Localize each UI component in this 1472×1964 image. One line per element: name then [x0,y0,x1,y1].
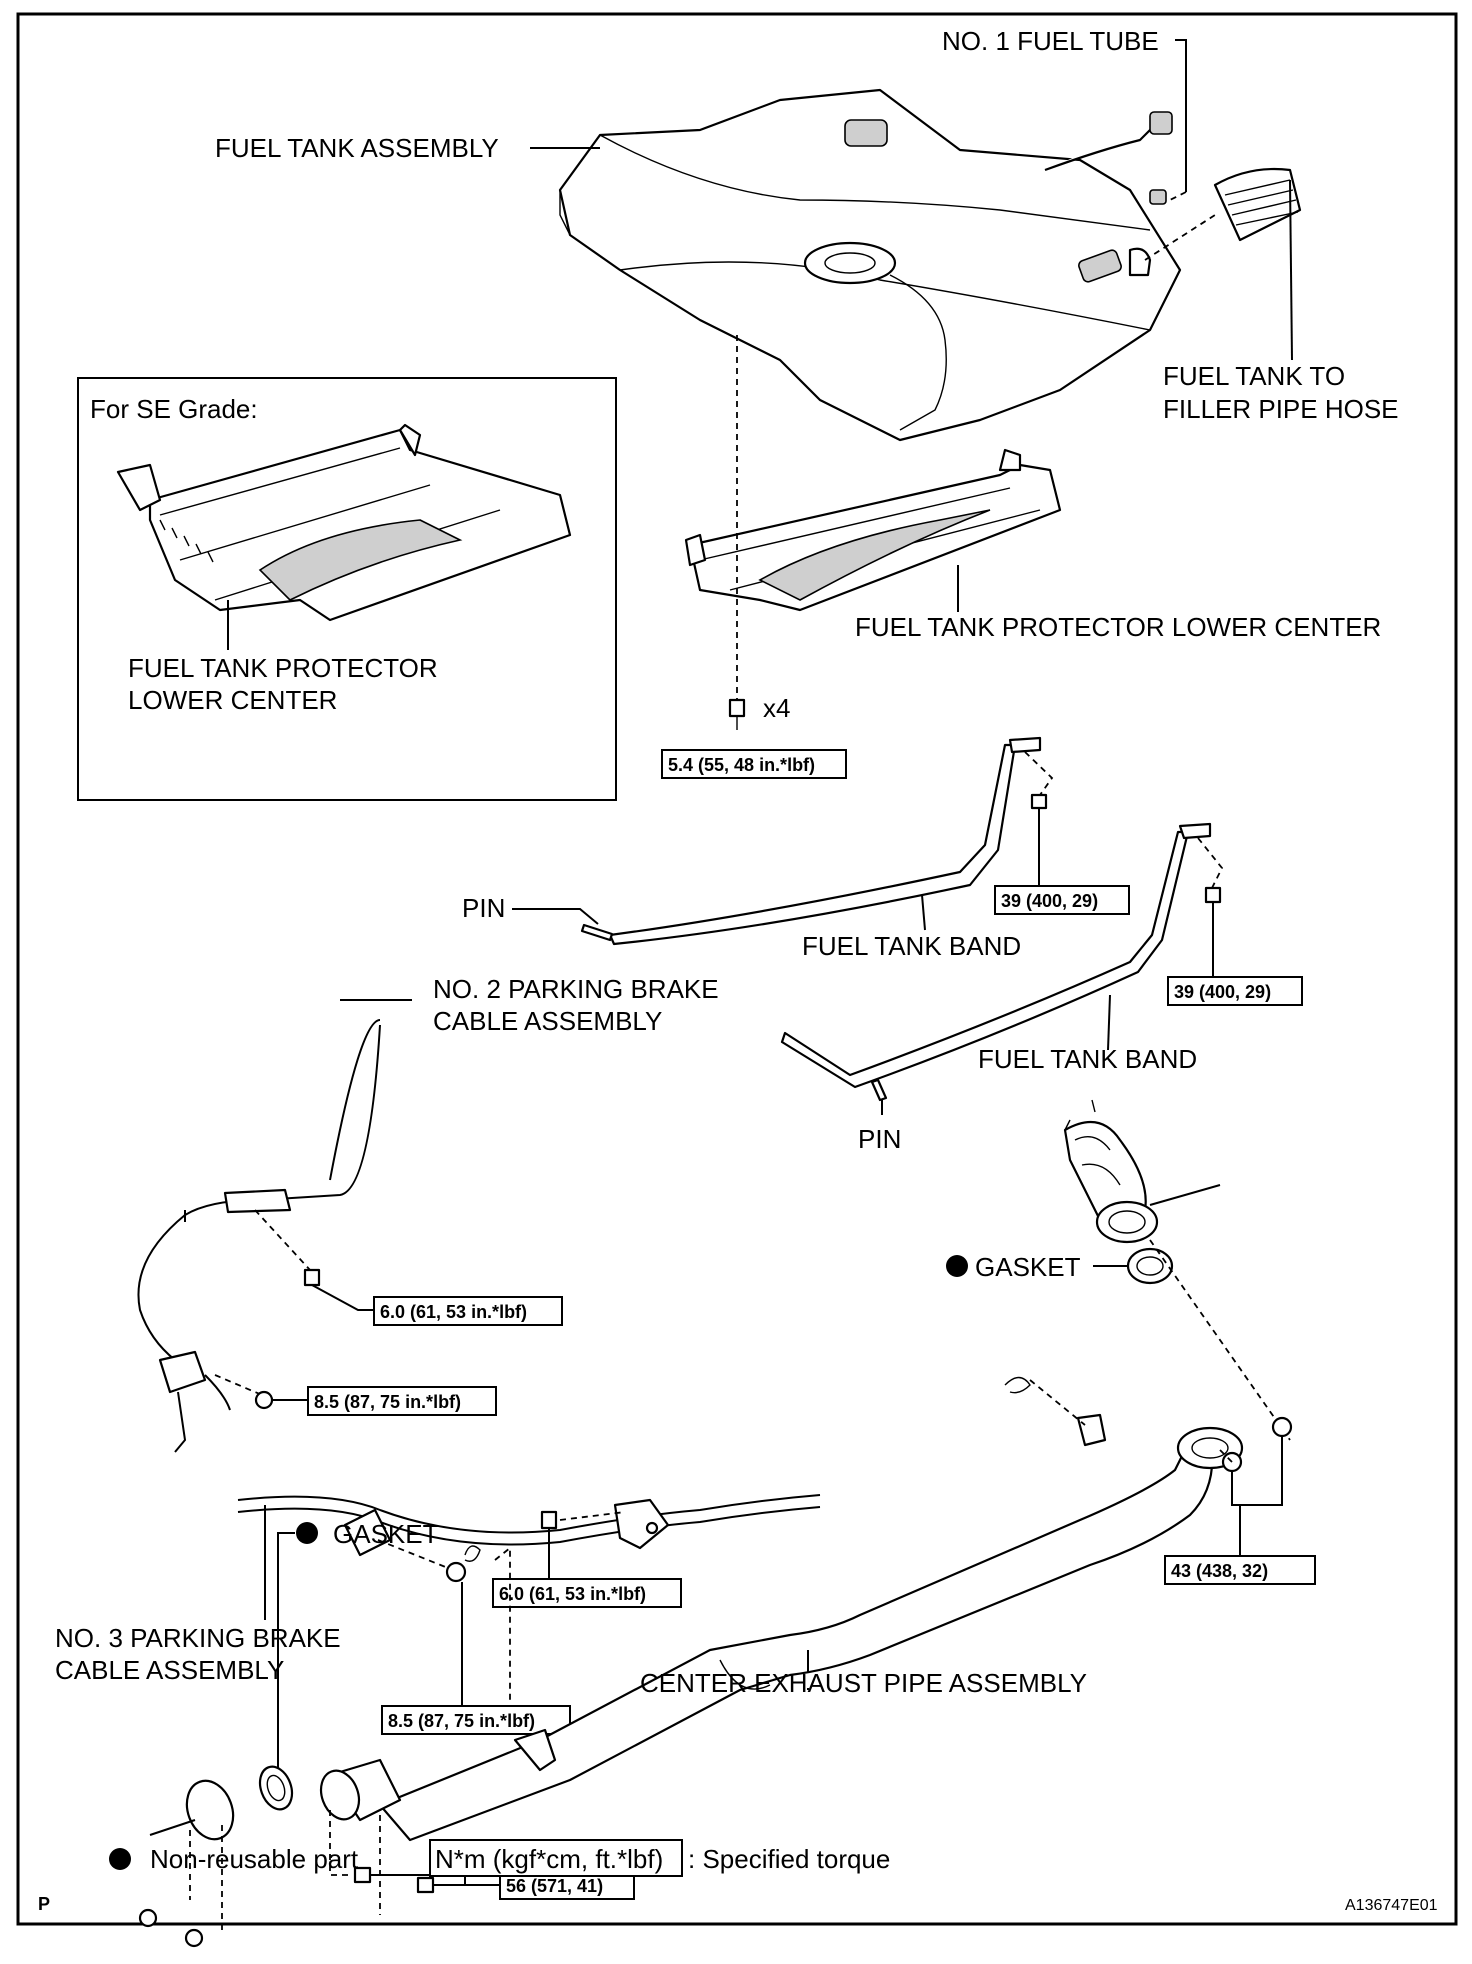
footer-right: A136747E01 [1345,1897,1438,1914]
bolt-band-2 [1204,886,1222,985]
label-no3-cable-line2: CABLE ASSEMBLY [55,1655,284,1685]
legend-specified-torque: : Specified torque [688,1844,890,1874]
label-pin-1: PIN [462,893,505,923]
label-gasket-2: GASKET [333,1519,439,1549]
bolt-band-1 [1030,793,1048,890]
label-fuel-tank-band-2: FUEL TANK BAND [978,1044,1197,1074]
fuel-tank-band-1-drawing [608,736,1042,946]
torque-no3-nut: 8.5 (87, 75 in.*lbf) [388,1711,535,1731]
bolt-no2-cable [303,1268,375,1311]
label-protector-inset-line1: FUEL TANK PROTECTOR [128,653,438,683]
torque-no3-bolt: 6.0 (61, 53 in.*lbf) [499,1584,646,1604]
label-filler-hose-line1: FUEL TANK TO [1163,361,1345,391]
protector-main-drawing [684,448,1062,612]
label-no3-cable-line1: NO. 3 PARKING BRAKE [55,1623,341,1653]
nut-exhaust-rear-2 [184,1928,204,1948]
legend-non-reusable: Non-reusable part [150,1844,359,1874]
torque-exhaust-front: 43 (438, 32) [1171,1561,1268,1581]
legend-torque-unit: N*m (kgf*cm, ft.*lbf) [435,1844,663,1874]
non-reusable-marker-gasket-2 [296,1522,318,1544]
bolt-protector [728,698,746,730]
label-x4: x4 [763,693,790,723]
label-pin-2: PIN [858,1124,901,1154]
legend-non-reusable-marker [109,1848,131,1870]
torque-no2-bolt: 6.0 (61, 53 in.*lbf) [380,1302,527,1322]
protector-inset-drawing [116,423,572,622]
nut-exhaust-front-2 [1271,1416,1293,1438]
nut-no2-cable [254,1390,274,1410]
label-protector-main: FUEL TANK PROTECTOR LOWER CENTER [855,612,1381,642]
nut-no3-cable [445,1561,467,1583]
label-center-exhaust: CENTER EXHAUST PIPE ASSEMBLY [640,1668,1087,1698]
torque-band-2: 39 (400, 29) [1174,982,1271,1002]
fuel-tank-assembly-drawing [558,88,1302,442]
label-no1-fuel-tube: NO. 1 FUEL TUBE [942,26,1159,56]
torque-exhaust-rear: 56 (571, 41) [506,1876,603,1896]
label-fuel-tank-assembly: FUEL TANK ASSEMBLY [215,133,499,163]
footer-left: P [38,1894,50,1914]
torque-no2-nut: 8.5 (87, 75 in.*lbf) [314,1392,461,1412]
no2-parking-brake-cable-drawing [137,1019,381,1453]
bolts-exhaust-rear [353,1866,435,1894]
exhaust-front-flange-drawing [1063,1099,1221,1244]
page-frame [16,12,1458,1926]
gasket-front [1126,1247,1174,1285]
nut-exhaust-rear-1 [138,1908,158,1928]
bolt-no3-cable [540,1510,558,1583]
exhaust-rear-flange [185,1779,235,1841]
label-fuel-tank-band-1: FUEL TANK BAND [802,931,1021,961]
label-no2-cable-line2: CABLE ASSEMBLY [433,1006,662,1036]
torque-protector: 5.4 (55, 48 in.*lbf) [668,755,815,775]
label-filler-hose-line2: FILLER PIPE HOSE [1163,394,1399,424]
label-protector-inset-line2: LOWER CENTER [128,685,337,715]
gasket-rear [258,1765,294,1811]
non-reusable-marker-gasket-1 [946,1255,968,1277]
torque-band-1: 39 (400, 29) [1001,891,1098,911]
no3-parking-brake-cable-drawing [237,1494,821,1557]
center-exhaust-pipe-drawing [319,1379,1244,1842]
label-no2-cable-line1: NO. 2 PARKING BRAKE [433,974,719,1004]
fuel-tank-band-2-drawing [780,822,1212,1089]
label-se-grade: For SE Grade: [90,394,258,424]
label-gasket-1: GASKET [975,1252,1081,1282]
